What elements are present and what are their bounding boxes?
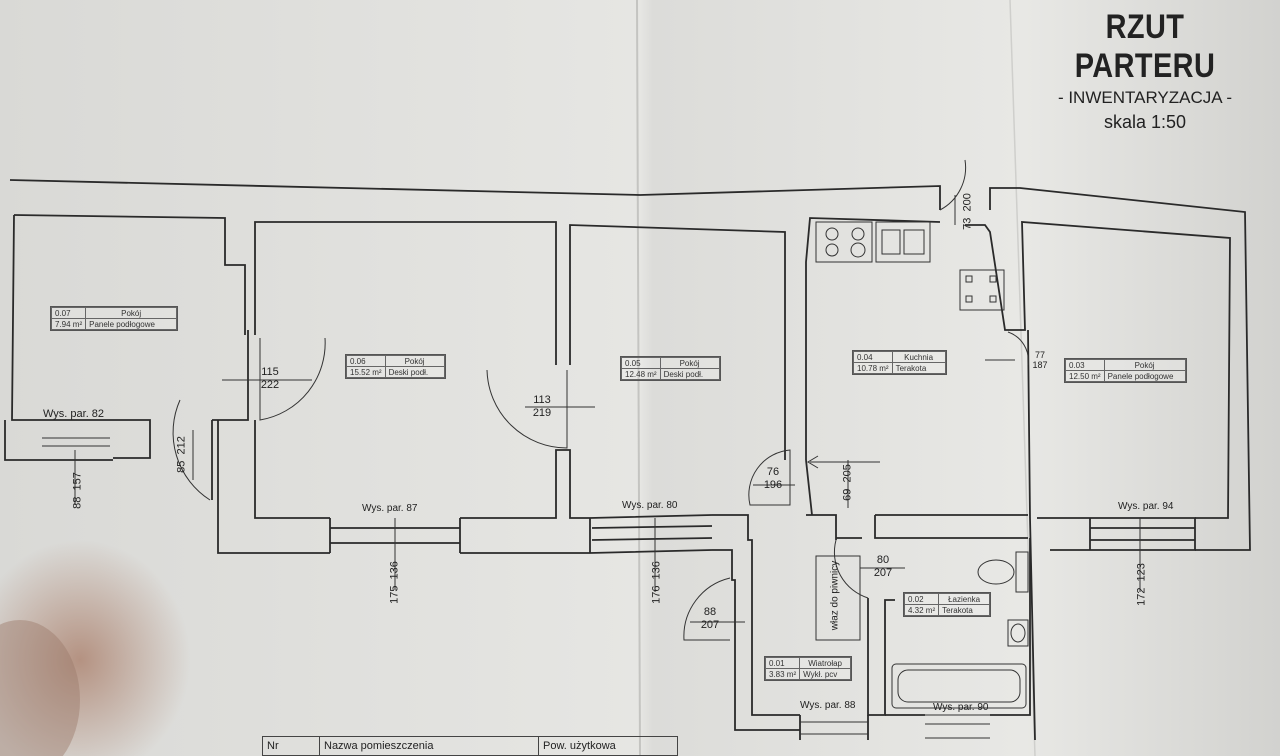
dim-height: 207 bbox=[700, 619, 720, 631]
plan-title: RZUT PARTERU bbox=[1074, 8, 1216, 85]
door-swings bbox=[172, 159, 1029, 641]
dim-height: 212 bbox=[175, 436, 188, 455]
sill-height-label: Wys. par. 80 bbox=[622, 500, 678, 511]
dim-width: 175 bbox=[388, 585, 401, 604]
sill-height-label: Wys. par. 94 bbox=[1118, 501, 1174, 512]
sill-height-label: Wys. par. 90 bbox=[933, 702, 989, 713]
dim-width: 77 bbox=[1034, 350, 1045, 360]
legend-table: Nr Nazwa pomieszczenia Pow. użytkowa bbox=[262, 736, 678, 756]
room-name: Łazienka bbox=[938, 593, 991, 605]
room-nr: 0.06 bbox=[346, 355, 386, 367]
dim-height: 123 bbox=[1135, 563, 1148, 582]
room-name: Pokój bbox=[659, 357, 720, 369]
dim-height: 136 bbox=[650, 561, 663, 580]
kitchen-fixtures bbox=[815, 221, 1005, 311]
dim-width: 85 bbox=[175, 460, 188, 473]
cellar-hatch bbox=[815, 555, 861, 641]
plan-scale: skala 1:50 bbox=[1103, 112, 1187, 132]
room-floor: Deski podł. bbox=[384, 366, 445, 378]
cellar-hatch-label: właz do piwnicy bbox=[829, 560, 841, 631]
room-floor: Panele podłogowe bbox=[1103, 370, 1186, 382]
room-name: Pokój bbox=[1103, 359, 1186, 371]
room-area: 12.50 m² bbox=[1065, 370, 1105, 382]
room-nr: 0.05 bbox=[621, 357, 661, 369]
dimension-lines bbox=[74, 195, 1141, 623]
room-floor: Deski podł. bbox=[659, 368, 720, 380]
window-dimension: 85 212 bbox=[176, 435, 189, 475]
dim-height: 200 bbox=[961, 193, 974, 212]
dim-height: 136 bbox=[388, 561, 401, 580]
dim-width: 172 bbox=[1135, 587, 1148, 606]
room-floor: Wykł. pcv bbox=[799, 668, 852, 680]
door-dimension: 73 200 bbox=[962, 190, 975, 234]
door-dimension: 69 205 bbox=[842, 461, 855, 505]
sill-height-label: Wys. par. 88 bbox=[800, 700, 856, 711]
dim-height: 187 bbox=[1032, 360, 1048, 370]
window-dimension: 175 136 bbox=[389, 561, 402, 605]
dim-height: 207 bbox=[873, 567, 893, 579]
dim-width: 76 bbox=[766, 466, 780, 478]
dim-width: 176 bbox=[650, 585, 663, 604]
room-floor: Terakota bbox=[938, 604, 991, 616]
room-nr: 0.02 bbox=[903, 593, 940, 605]
plan-subtitle: - INWENTARYZACJA - bbox=[1057, 88, 1233, 107]
title-block: RZUT PARTERU - INWENTARYZACJA - skala 1:… bbox=[1020, 8, 1270, 133]
bathroom-fixtures bbox=[891, 551, 1029, 709]
dim-height: 196 bbox=[763, 479, 783, 491]
room-nr: 0.01 bbox=[764, 657, 801, 669]
thumb bbox=[0, 540, 190, 756]
window-dimension: 172 123 bbox=[1136, 563, 1149, 607]
dim-height: 219 bbox=[532, 407, 552, 419]
legend-nr-header: Nr bbox=[262, 736, 320, 756]
room-name: Pokój bbox=[85, 307, 178, 319]
room-nr: 0.04 bbox=[853, 351, 893, 363]
dim-width: 88 bbox=[71, 496, 84, 509]
window-dimension: 176 136 bbox=[651, 561, 664, 605]
room-floor: Panele podłogowe bbox=[85, 318, 178, 330]
thumb bbox=[0, 620, 80, 756]
room-name: Wiatrołap bbox=[799, 657, 852, 669]
windows bbox=[42, 437, 990, 739]
dim-width: 88 bbox=[703, 606, 717, 618]
dim-width: 113 bbox=[533, 394, 551, 406]
legend-area-header: Pow. użytkowa bbox=[538, 736, 678, 756]
legend-name-header: Nazwa pomieszczenia bbox=[319, 736, 539, 756]
room-area: 15.52 m² bbox=[346, 366, 386, 378]
room-area: 3.83 m² bbox=[764, 668, 801, 680]
dim-height: 222 bbox=[260, 379, 280, 391]
room-name: Pokój bbox=[384, 355, 445, 367]
window-dimension: 88 157 bbox=[72, 471, 85, 511]
sill-height-label: Wys. par. 87 bbox=[362, 503, 418, 514]
room-area: 12.48 m² bbox=[621, 368, 661, 380]
room-nr: 0.03 bbox=[1065, 359, 1105, 371]
dim-width: 80 bbox=[876, 554, 890, 566]
sill-height-label: Wys. par. 82 bbox=[43, 408, 105, 420]
dim-height: 157 bbox=[71, 472, 84, 491]
dim-width: 73 bbox=[961, 217, 974, 230]
room-area: 10.78 m² bbox=[853, 362, 893, 374]
dim-height: 205 bbox=[841, 464, 854, 483]
walls bbox=[4, 179, 1251, 741]
dim-width: 115 bbox=[261, 366, 279, 378]
dim-width: 69 bbox=[841, 488, 854, 501]
room-nr: 0.07 bbox=[50, 307, 87, 319]
room-area: 7.94 m² bbox=[50, 318, 87, 330]
room-floor: Terakota bbox=[891, 362, 946, 374]
room-name: Kuchnia bbox=[891, 351, 946, 363]
room-area: 4.32 m² bbox=[903, 604, 940, 616]
